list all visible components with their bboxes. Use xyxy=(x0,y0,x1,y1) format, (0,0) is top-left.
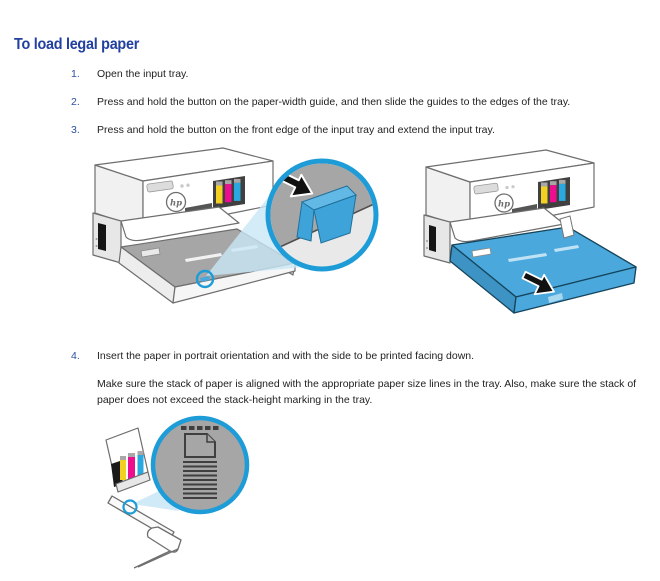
step-item-3: 3. Press and hold the button on the fron… xyxy=(71,123,651,137)
printer-body: hp xyxy=(423,149,595,264)
step-text: Press and hold the button on the front e… xyxy=(97,124,495,136)
tray-area-highlight xyxy=(122,499,138,515)
callout-circle xyxy=(265,158,379,272)
svg-text:hp: hp xyxy=(498,200,510,210)
paper-stack-lines xyxy=(183,461,217,499)
ink-magenta xyxy=(225,184,232,203)
callout-circle xyxy=(150,415,250,515)
note-paragraph: Make sure the stack of paper is aligned … xyxy=(97,378,637,406)
paper-sheet xyxy=(120,206,240,242)
figure-open-tray-button-callout: hp xyxy=(85,145,385,330)
step-item-1: 1. Open the input tray. xyxy=(71,67,651,81)
step-number: 2. xyxy=(71,96,80,108)
ink-cyan xyxy=(559,183,566,201)
control-panel-display xyxy=(146,180,174,193)
panel-button xyxy=(180,184,184,188)
figure2-illustration: hp xyxy=(423,149,637,314)
side-panel-bar xyxy=(429,225,436,252)
step-number: 3. xyxy=(71,124,80,136)
ink-tank-window xyxy=(538,177,570,210)
paper-guide-fin xyxy=(559,215,575,239)
ink-yellow xyxy=(216,185,223,204)
printer-side xyxy=(105,427,151,493)
page-title: To load legal paper xyxy=(14,36,140,53)
step-number: 4. xyxy=(71,350,80,362)
tray-button-flap xyxy=(296,185,357,244)
figure3-illustration xyxy=(105,415,250,569)
paper-sheet xyxy=(449,207,565,243)
step-text: Insert the paper in portrait orientation… xyxy=(97,350,475,362)
svg-text:hp: hp xyxy=(170,199,182,209)
panel-button xyxy=(505,185,509,190)
extended-blue-tray xyxy=(449,215,637,314)
hp-logo-icon: hp xyxy=(165,191,187,213)
panel-button xyxy=(186,183,190,187)
figure1-illustration: hp xyxy=(92,147,379,304)
front-edge-button xyxy=(548,293,563,303)
ink-cyan xyxy=(137,455,144,478)
ink-yellow xyxy=(541,186,548,204)
stack-height-marking-icon xyxy=(181,426,219,430)
front-edge-button-highlight xyxy=(195,269,215,289)
paper-width-guide xyxy=(471,247,492,258)
step-number: 1. xyxy=(71,68,80,80)
printer-body: hp xyxy=(92,147,274,264)
step-item-4: 4. Insert the paper in portrait orientat… xyxy=(71,349,651,363)
step-text: Press and hold the button on the paper-w… xyxy=(97,96,571,108)
side-panel-bar xyxy=(98,223,106,251)
ink-tank-window xyxy=(213,176,245,209)
paper-width-guide xyxy=(140,247,161,258)
step-item-2: 2. Press and hold the button on the pape… xyxy=(71,95,651,109)
ink-magenta xyxy=(550,185,557,203)
ink-cyan xyxy=(234,182,241,201)
figure-extended-input-tray: hp xyxy=(420,145,655,330)
extend-arrow-icon xyxy=(521,270,555,296)
paper-page-icon xyxy=(184,433,216,458)
ink-magenta xyxy=(128,457,135,480)
step-text: Open the input tray. xyxy=(97,68,189,80)
callout-beam xyxy=(132,490,179,511)
figure-stack-height-callout xyxy=(82,410,297,570)
ink-yellow xyxy=(120,460,126,480)
panel-button xyxy=(511,185,515,189)
hp-logo-icon: hp xyxy=(494,193,514,213)
control-panel-display xyxy=(473,182,499,195)
ink-tanks xyxy=(120,451,144,480)
